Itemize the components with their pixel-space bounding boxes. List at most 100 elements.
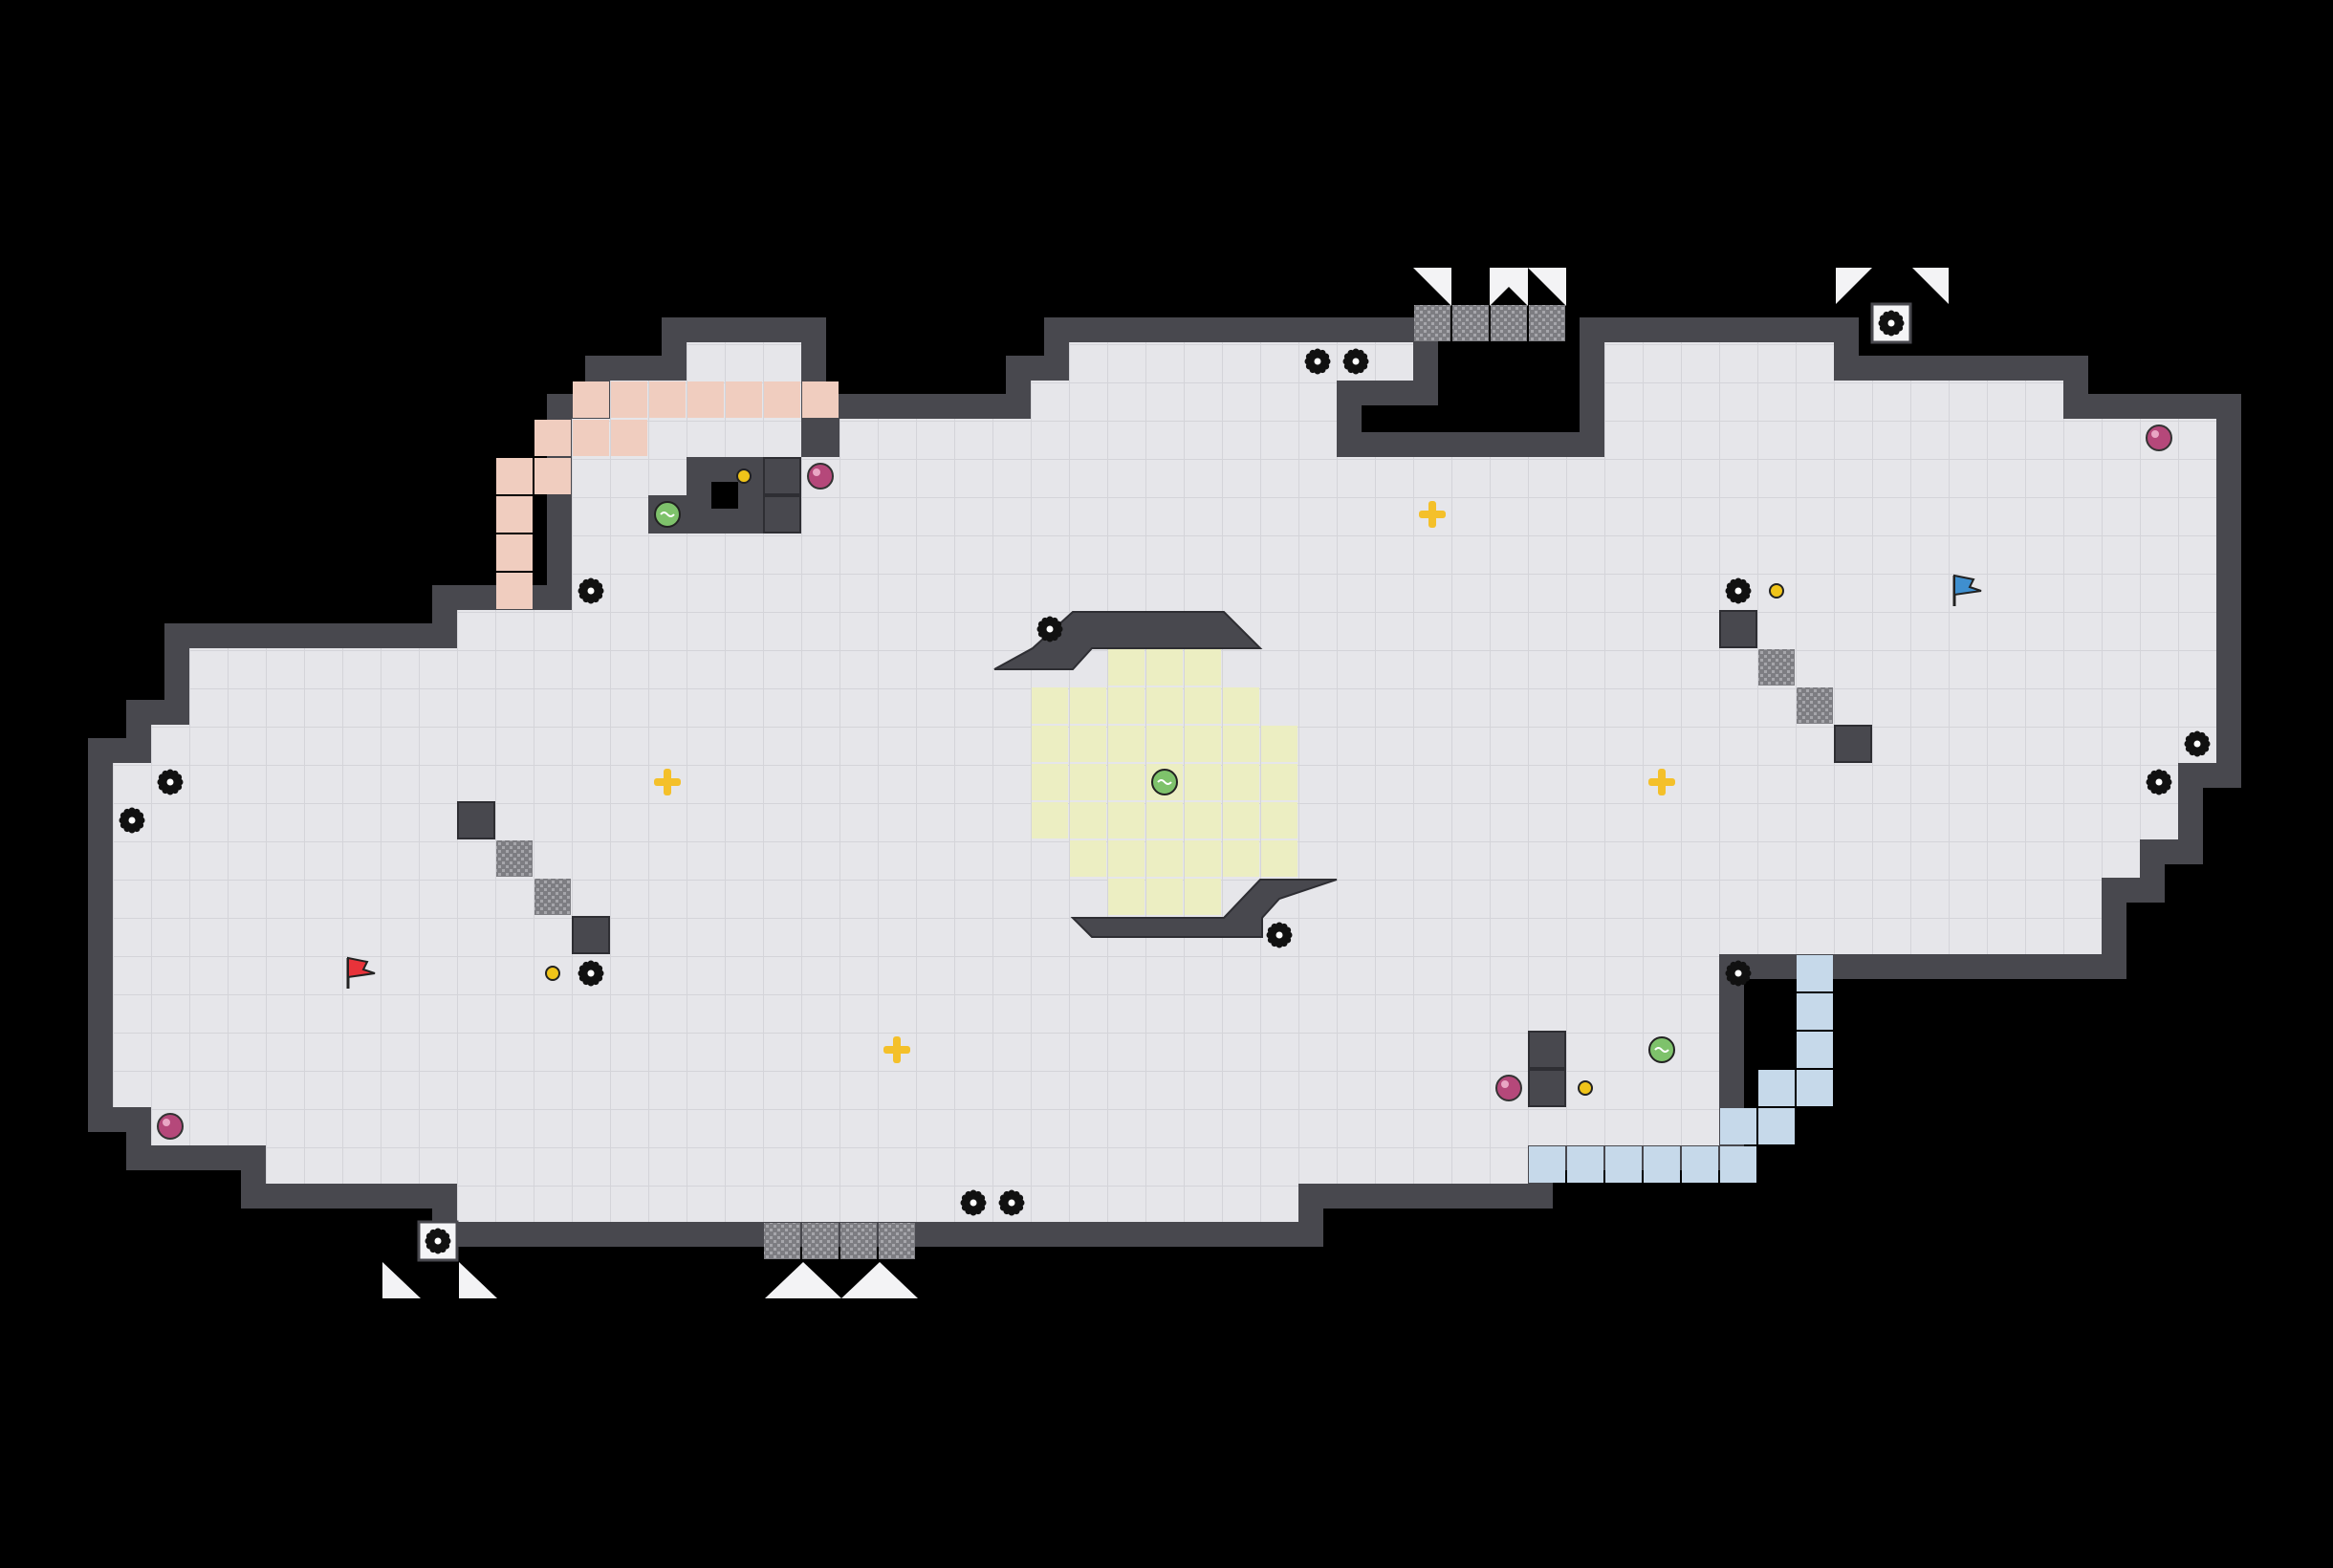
- neutral-zone-tile: [1223, 687, 1259, 724]
- floor-strip: [572, 457, 687, 495]
- neutral-zone-tile: [1185, 879, 1221, 915]
- wall-bevel: [1912, 268, 1949, 304]
- red-base-tile: [573, 381, 609, 418]
- boost-icon: [1419, 501, 1446, 528]
- grate-tile: [1797, 687, 1833, 724]
- neutral-zone-tile: [1032, 687, 1068, 724]
- neutral-zone-tile: [1108, 840, 1145, 877]
- floor-strip: [113, 954, 1719, 992]
- blue-base-tile: [1797, 1070, 1833, 1106]
- grate-tile: [534, 879, 571, 915]
- red-base-tile: [611, 420, 647, 456]
- neutral-zone-tile: [1223, 764, 1259, 800]
- grate-tile: [1529, 305, 1565, 341]
- blue-base-tile: [1644, 1146, 1680, 1183]
- blue-base-tile: [1720, 1108, 1756, 1144]
- floor-strip: [113, 763, 2178, 801]
- powerup-icon: [1648, 1036, 1675, 1063]
- blue-base-tile: [1567, 1146, 1603, 1183]
- spike-icon: [1266, 922, 1293, 948]
- bomb-icon: [2146, 425, 2172, 451]
- powerup-icon: [1151, 769, 1178, 795]
- blue-base-tile: [1720, 1146, 1756, 1183]
- neutral-zone-tile: [1185, 687, 1221, 724]
- neutral-zone-tile: [1223, 726, 1259, 762]
- wall-bevel: [1490, 268, 1528, 306]
- blue-base-tile: [1758, 1108, 1795, 1144]
- button-icon: [736, 468, 752, 484]
- floor-strip: [113, 992, 1719, 1031]
- neutral-zone-tile: [1261, 764, 1297, 800]
- grate-tile: [802, 1223, 839, 1259]
- wall-bevel: [841, 1262, 918, 1298]
- neutral-zone-tile: [1185, 840, 1221, 877]
- grate-tile: [764, 1223, 800, 1259]
- red-base-tile: [496, 496, 533, 533]
- wall-block: [1528, 1031, 1566, 1069]
- grate-tile: [496, 840, 533, 877]
- neutral-zone-tile: [1261, 726, 1297, 762]
- floor-strip: [151, 1107, 1719, 1145]
- blue-base-tile: [1797, 993, 1833, 1030]
- neutral-zone-tile: [1146, 649, 1183, 686]
- neutral-zone-tile: [1032, 802, 1068, 838]
- neutral-zone-tile: [1146, 802, 1183, 838]
- neutral-zone-tile: [1108, 764, 1145, 800]
- obstacles: [382, 268, 1949, 1298]
- red-base-tile: [649, 381, 686, 418]
- floor-strip: [113, 1031, 1719, 1069]
- spike-icon: [1725, 577, 1752, 604]
- red-base-tile: [496, 573, 533, 609]
- floor-strip: [572, 495, 648, 534]
- red-base-tile: [534, 420, 571, 456]
- wall-block: [763, 495, 801, 534]
- wall-bevel: [765, 1262, 841, 1298]
- grate-tile: [840, 1223, 877, 1259]
- wall-block: [572, 916, 610, 954]
- floor-strip: [801, 457, 2216, 495]
- wall-bevel: [1413, 268, 1451, 306]
- spike-icon: [1725, 960, 1752, 987]
- red-base-tile: [496, 534, 533, 571]
- spike-icon: [425, 1228, 451, 1254]
- blue-base-tile: [1605, 1146, 1642, 1183]
- spike-icon: [1878, 310, 1905, 337]
- neutral-zone-tile: [1146, 879, 1183, 915]
- wall-block: [1528, 1069, 1566, 1107]
- floor-strip: [151, 725, 2216, 763]
- wall-block: [763, 457, 801, 495]
- powerup-icon: [654, 501, 681, 528]
- neutral-zone-tile: [1070, 726, 1106, 762]
- floor-strip: [266, 1145, 1528, 1184]
- spike-icon: [578, 577, 604, 604]
- neutral-zone-tile: [1070, 840, 1106, 877]
- spike-icon: [157, 769, 184, 795]
- center-wall-bottom: [1070, 879, 1338, 938]
- floor-strip: [1604, 342, 1834, 381]
- spike-icon: [578, 960, 604, 987]
- neutral-zone-tile: [1185, 726, 1221, 762]
- spike-icon: [998, 1189, 1025, 1216]
- wall-bevel: [382, 1262, 421, 1298]
- arena-floor: [113, 342, 2216, 1222]
- neutral-zone-tile: [1261, 802, 1297, 838]
- floor-strip: [1031, 381, 1337, 419]
- spike-icon: [1036, 616, 1063, 642]
- wall-block: [1834, 725, 1872, 763]
- neutral-zone-tile: [1108, 879, 1145, 915]
- neutral-zone-tile: [1185, 802, 1221, 838]
- grate-tile: [1414, 305, 1450, 341]
- floor-strip: [113, 878, 2102, 916]
- spike-icon: [119, 807, 145, 834]
- red-base-tile: [611, 381, 647, 418]
- floor-strip: [687, 342, 801, 381]
- neutral-zone-tile: [1032, 764, 1068, 800]
- spike-icon: [1304, 348, 1331, 375]
- red-base-tile: [802, 381, 839, 418]
- neutral-zone-tile: [1185, 764, 1221, 800]
- neutral-zone-tile: [1108, 802, 1145, 838]
- boost-icon: [883, 1036, 910, 1063]
- button-icon: [545, 966, 560, 981]
- blue-base-tile: [1797, 1032, 1833, 1068]
- neutral-zone-tile: [1070, 802, 1106, 838]
